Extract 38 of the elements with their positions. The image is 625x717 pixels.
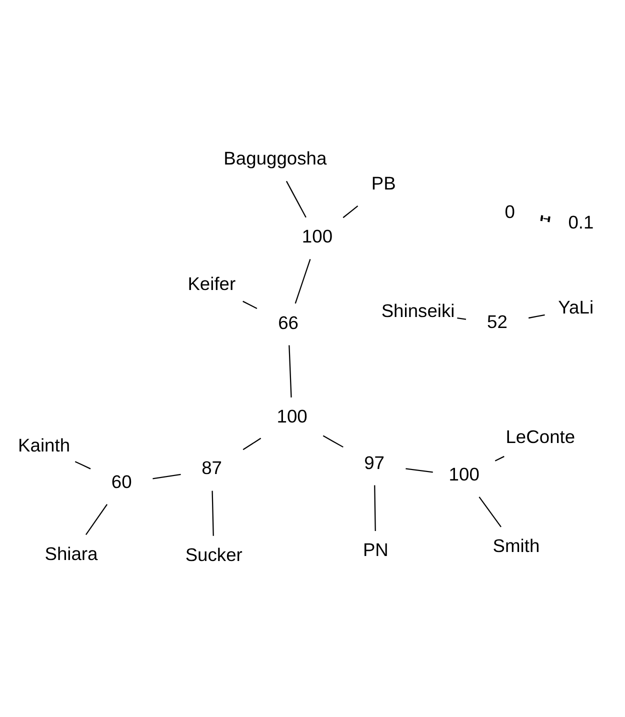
node-text: LeConte [506,426,576,447]
connector [457,317,466,320]
connector [242,438,262,450]
connector [85,504,108,535]
connector [322,435,344,448]
connector [528,314,545,319]
node-text: 52 [487,311,508,332]
connector [494,456,504,462]
node-text: Shiara [44,543,98,564]
node-text: Keifer [188,272,236,294]
connector [152,474,181,480]
connector [342,205,358,218]
connector [294,259,311,304]
node-text: Smith [492,535,540,556]
connector [286,180,306,218]
connector [288,345,292,398]
node-text: 100 [302,226,333,247]
node-text: 97 [364,452,384,473]
connector [478,496,502,528]
node-text: YaLi [558,296,594,318]
connector [212,490,214,536]
node-text: 60 [111,470,132,492]
connector [374,485,376,531]
label: 0 [504,200,515,222]
node-text: Shinseiki [381,300,455,321]
node-text: 100 [276,406,308,427]
node-text: 100 [448,464,480,485]
node-text: Kainth [18,434,70,456]
label: 0.1 [568,211,594,232]
node-text: PN [362,539,388,560]
node-text: PB [371,172,396,194]
node-text: 66 [278,312,299,333]
node-text: Baguggosha [224,148,327,169]
node-text: 87 [202,457,222,478]
node-text: Sucker [185,544,242,566]
connector [74,461,91,470]
connector [406,468,433,473]
connector [242,300,258,309]
